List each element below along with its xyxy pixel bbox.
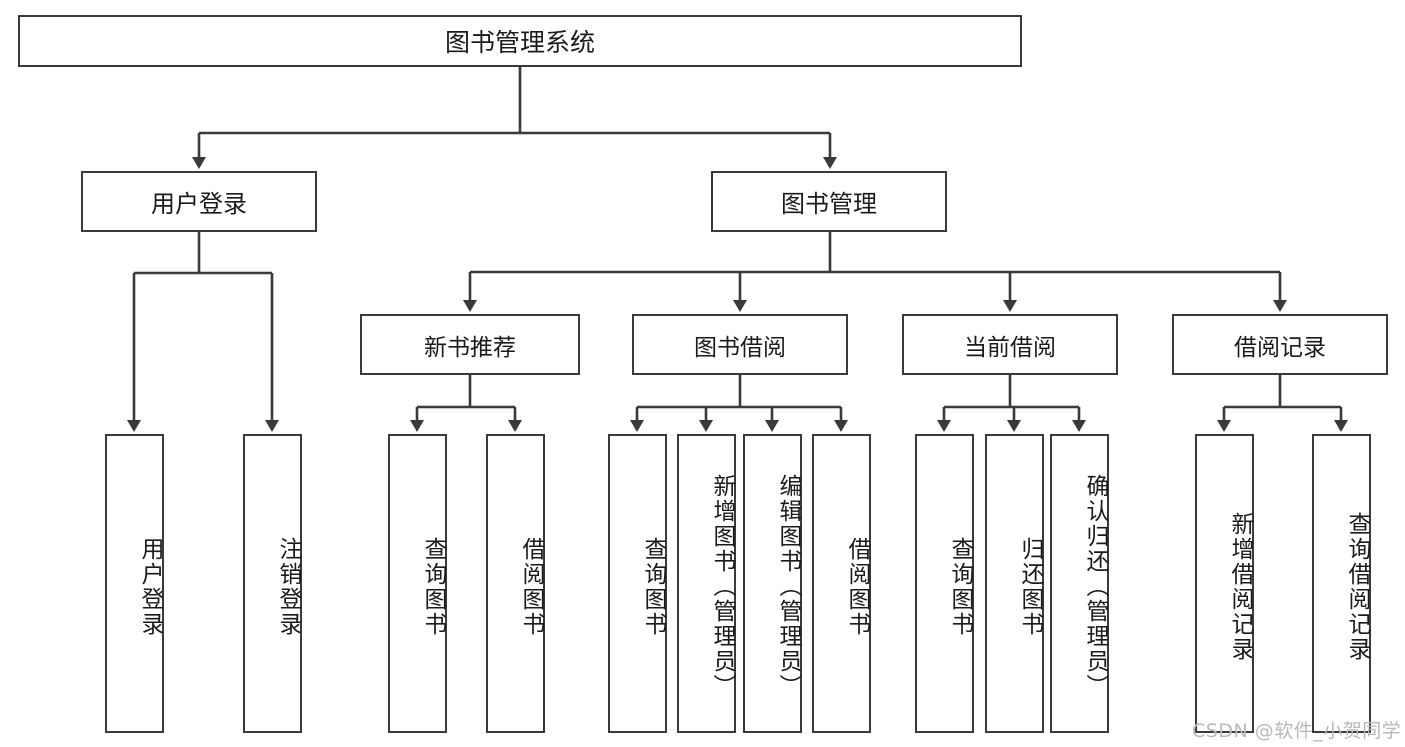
node-label: 查询图书 xyxy=(947,536,973,637)
node-book-management[interactable]: 图书管理 xyxy=(711,171,947,232)
node-label: 用户登录 xyxy=(137,536,163,637)
node-label: 注销登录 xyxy=(275,536,301,637)
node-root-library-system[interactable]: 图书管理系统 xyxy=(18,15,1022,67)
node-user-login[interactable]: 用户登录 xyxy=(81,171,317,232)
node-label: 新书推荐 xyxy=(424,334,516,361)
leaf-user-login[interactable]: 用户登录 xyxy=(105,434,164,733)
node-label: 图书管理 xyxy=(781,190,877,218)
node-borrowing-records[interactable]: 借阅记录 xyxy=(1172,314,1388,375)
node-current-borrowing[interactable]: 当前借阅 xyxy=(902,314,1118,375)
node-label: 查询借阅记录 xyxy=(1344,511,1370,662)
leaf-borrow-book-borrowing[interactable]: 借阅图书 xyxy=(812,434,871,733)
leaf-add-borrow-record[interactable]: 新增借阅记录 xyxy=(1195,434,1254,733)
leaf-logout[interactable]: 注销登录 xyxy=(243,434,302,733)
node-label: 归还图书 xyxy=(1017,536,1043,637)
leaf-query-book-newbook[interactable]: 查询图书 xyxy=(388,434,447,733)
node-label: 图书借阅 xyxy=(694,334,786,361)
node-label: 用户登录 xyxy=(151,190,247,218)
node-label: 新增借阅记录 xyxy=(1227,511,1253,662)
node-label: 新增图书（管理员） xyxy=(709,474,735,699)
node-book-borrowing[interactable]: 图书借阅 xyxy=(632,314,848,375)
leaf-query-borrow-record[interactable]: 查询借阅记录 xyxy=(1312,434,1371,733)
leaf-add-book-admin[interactable]: 新增图书（管理员） xyxy=(677,434,736,733)
node-label: 借阅图书 xyxy=(518,536,544,637)
leaf-borrow-book-newbook[interactable]: 借阅图书 xyxy=(486,434,545,733)
node-new-book-recommendation[interactable]: 新书推荐 xyxy=(360,314,580,375)
node-label: 当前借阅 xyxy=(964,334,1056,361)
leaf-return-book[interactable]: 归还图书 xyxy=(985,434,1044,733)
node-label: 查询图书 xyxy=(420,536,446,637)
leaf-query-book-borrowing[interactable]: 查询图书 xyxy=(608,434,667,733)
node-label: 借阅记录 xyxy=(1234,334,1326,361)
node-label: 查询图书 xyxy=(640,536,666,637)
leaf-confirm-return-admin[interactable]: 确认归还（管理员） xyxy=(1050,434,1109,733)
leaf-query-book-current[interactable]: 查询图书 xyxy=(915,434,974,733)
node-label: 图书管理系统 xyxy=(444,28,595,57)
leaf-edit-book-admin[interactable]: 编辑图书（管理员） xyxy=(743,434,802,733)
node-label: 借阅图书 xyxy=(844,536,870,637)
node-label: 编辑图书（管理员） xyxy=(775,474,801,699)
node-label: 确认归还（管理员） xyxy=(1082,474,1108,699)
